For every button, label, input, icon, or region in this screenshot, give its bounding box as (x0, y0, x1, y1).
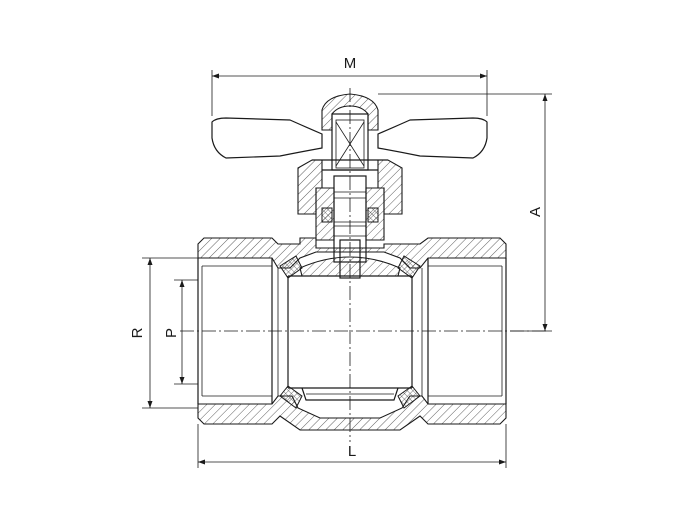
dimension-r-label: R (129, 327, 146, 338)
butterfly-handle (211, 117, 488, 159)
dimension-m-label: M (344, 55, 357, 72)
dimension-a: A (378, 93, 552, 332)
dimension-p: P (163, 279, 198, 385)
dimension-l: L (197, 424, 507, 468)
dimension-m: M (211, 55, 488, 116)
dimension-r: R (129, 257, 198, 409)
dimension-a-label: A (527, 207, 544, 217)
dimension-l-label: L (348, 443, 356, 460)
valve-body (197, 237, 507, 431)
centerlines (180, 88, 548, 442)
dimension-p-label: P (163, 328, 180, 338)
